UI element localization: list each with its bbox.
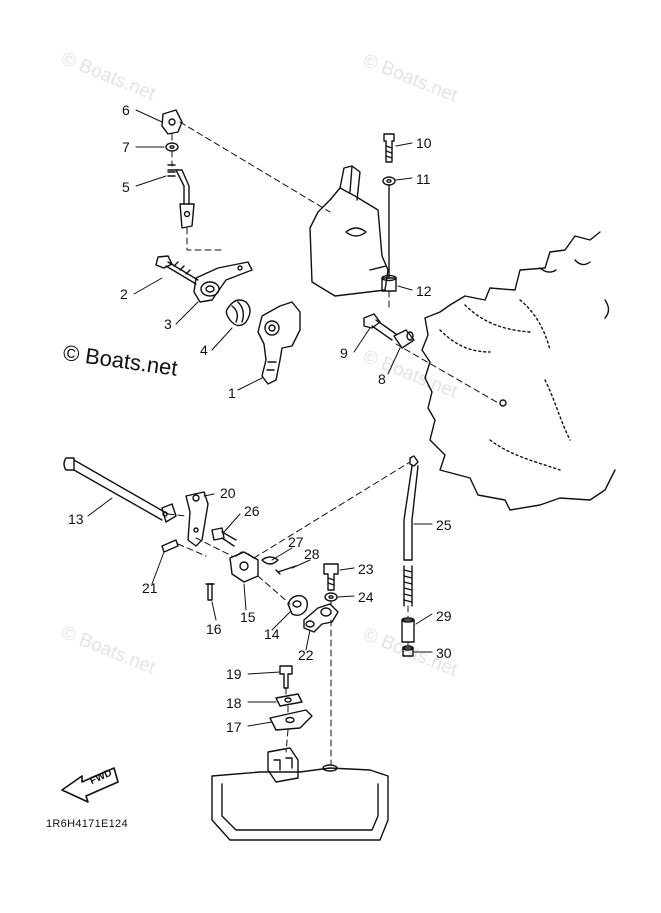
label-part-21: 21: [142, 580, 158, 596]
collar-8: [393, 329, 415, 349]
bolt-10: [383, 133, 395, 163]
washer-24: [324, 592, 338, 602]
label-part-13: 13: [68, 511, 84, 527]
bolt-2: [155, 255, 173, 269]
label-part-22: 22: [298, 647, 314, 663]
plate-18: [275, 693, 303, 707]
label-part-10: 10: [416, 135, 432, 151]
label-part-3: 3: [164, 316, 172, 332]
base-housing: [211, 767, 389, 841]
collar-12: [381, 277, 397, 292]
rod-end-6: [161, 109, 183, 135]
label-part-7: 7: [122, 139, 130, 155]
label-part-23: 23: [358, 561, 374, 577]
spring-4: [225, 299, 251, 327]
clip-27: [261, 556, 279, 565]
diagram-code: 1R6H4171E124: [46, 818, 128, 830]
label-part-11: 11: [416, 171, 431, 187]
label-part-5: 5: [122, 179, 130, 195]
label-part-17: 17: [226, 719, 242, 735]
label-part-8: 8: [378, 371, 386, 387]
nut-30: [402, 647, 414, 657]
link-block-15: [229, 551, 259, 583]
bolt-23: [323, 563, 339, 591]
label-part-9: 9: [340, 345, 348, 361]
pin-21: [161, 539, 179, 553]
label-part-12: 12: [416, 283, 432, 299]
label-part-26: 26: [244, 503, 260, 519]
label-part-25: 25: [436, 517, 452, 533]
fwd-arrow: [61, 767, 119, 803]
washer-11: [382, 176, 396, 186]
link-rod-5: [167, 169, 190, 205]
lever-22: [303, 603, 339, 633]
label-part-18: 18: [226, 695, 242, 711]
label-part-16: 16: [206, 621, 222, 637]
bolt-9: [363, 313, 381, 329]
label-part-28: 28: [304, 546, 320, 562]
label-part-2: 2: [120, 286, 128, 302]
label-part-24: 24: [358, 589, 374, 605]
shaft-13: [63, 457, 75, 471]
label-part-20: 20: [220, 485, 236, 501]
label-part-19: 19: [226, 666, 242, 682]
mount-housing: [309, 187, 389, 297]
label-part-15: 15: [240, 609, 256, 625]
lever-plate-3: [193, 261, 253, 303]
washer-7: [165, 142, 179, 152]
cam-lever-1: [257, 301, 301, 385]
label-part-4: 4: [200, 342, 208, 358]
rod-25: [409, 455, 419, 467]
engine-block-outline: [421, 231, 616, 511]
label-part-27: 27: [288, 534, 304, 550]
label-part-6: 6: [122, 102, 130, 118]
collar-14: [287, 594, 309, 617]
pin-28: [277, 565, 297, 573]
engine-block-detail: [439, 299, 571, 471]
pin-16: [207, 583, 213, 601]
plate-17: [269, 709, 313, 731]
bolt-26: [211, 527, 225, 541]
label-part-30: 30: [436, 645, 452, 661]
engine-bolt-hole: [499, 399, 507, 407]
label-part-29: 29: [436, 608, 452, 624]
label-part-1: 1: [228, 385, 236, 401]
bolt-19: [279, 665, 293, 689]
bracket-20: [185, 491, 209, 547]
nut-29: [401, 619, 415, 643]
label-part-14: 14: [264, 626, 280, 642]
